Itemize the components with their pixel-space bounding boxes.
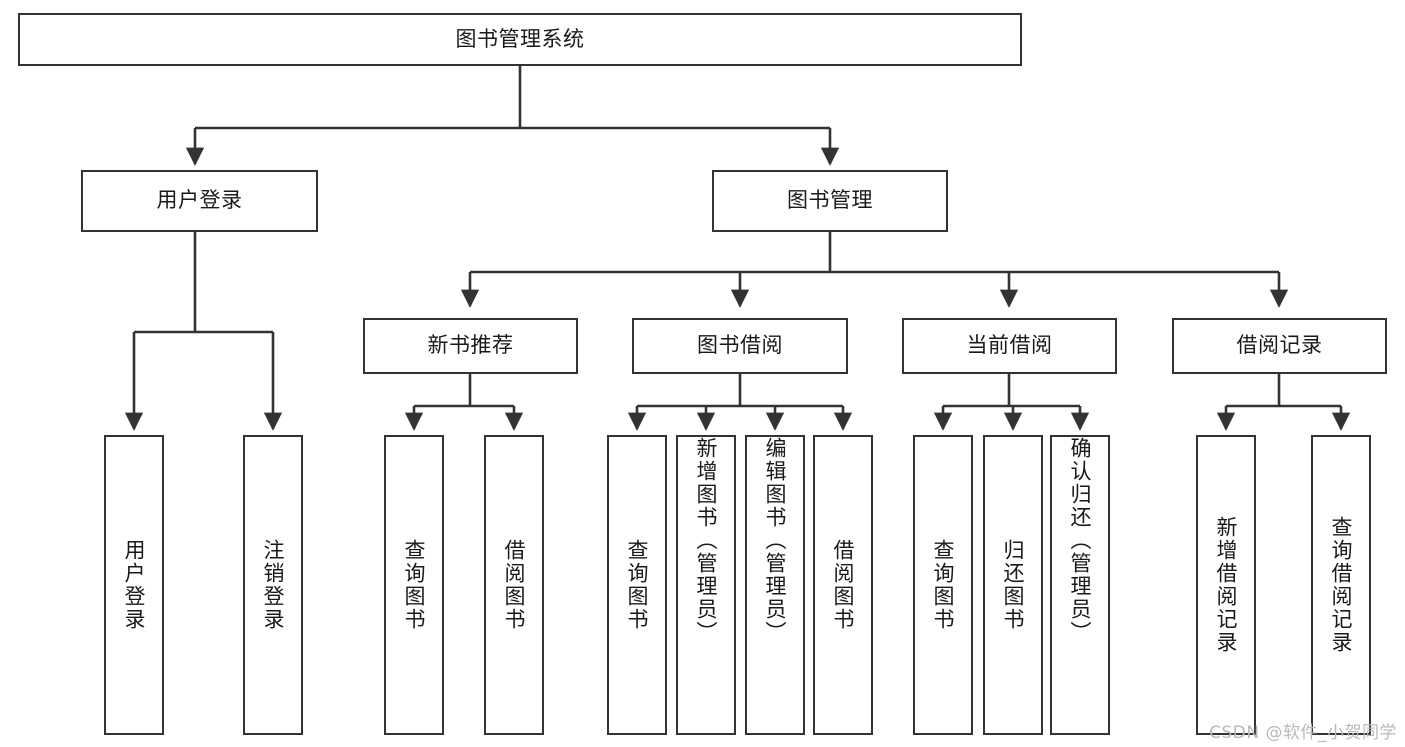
csdn-watermark: CSDN @软件_小贺同学 — [1209, 723, 1397, 743]
leaf-borrow-book-recommend[interactable]: 借阅图书 — [484, 435, 544, 735]
node-label: 新增图书（管理员） — [694, 437, 719, 644]
leaf-query-book-recommend[interactable]: 查询图书 — [384, 435, 444, 735]
node-book-borrow[interactable]: 图书借阅 — [632, 318, 848, 374]
node-book-manage[interactable]: 图书管理 — [712, 170, 948, 232]
leaf-borrow-book[interactable]: 借阅图书 — [813, 435, 873, 735]
node-current-borrow[interactable]: 当前借阅 — [902, 318, 1117, 374]
leaf-add-borrow-record[interactable]: 新增借阅记录 — [1196, 435, 1256, 735]
node-root-book-management-system[interactable]: 图书管理系统 — [18, 13, 1022, 66]
node-borrow-record[interactable]: 借阅记录 — [1172, 318, 1387, 374]
node-label: 用户登录 — [122, 539, 147, 631]
node-label: 图书管理系统 — [455, 26, 585, 51]
node-label: 新增借阅记录 — [1214, 516, 1239, 654]
leaf-query-book-borrow[interactable]: 查询图书 — [607, 435, 667, 735]
leaf-user-login[interactable]: 用户登录 — [104, 435, 164, 735]
leaf-confirm-return[interactable]: 确认归还（管理员） — [1050, 435, 1110, 735]
node-new-book-recommend[interactable]: 新书推荐 — [363, 318, 578, 374]
leaf-query-book-current[interactable]: 查询图书 — [913, 435, 973, 735]
node-label: 注销登录 — [261, 539, 286, 631]
node-label: 借阅图书 — [502, 539, 527, 631]
node-label: 编辑图书（管理员） — [763, 437, 788, 644]
node-label: 新书推荐 — [427, 333, 514, 358]
leaf-edit-book[interactable]: 编辑图书（管理员） — [745, 435, 805, 735]
node-label: 图书借阅 — [697, 333, 783, 358]
node-label: 确认归还（管理员） — [1068, 437, 1093, 644]
node-label: 查询图书 — [625, 539, 650, 631]
leaf-return-book[interactable]: 归还图书 — [983, 435, 1043, 735]
node-label: 归还图书 — [1001, 539, 1026, 631]
leaf-add-book[interactable]: 新增图书（管理员） — [676, 435, 736, 735]
node-user-login[interactable]: 用户登录 — [81, 170, 318, 232]
node-label: 用户登录 — [156, 188, 243, 213]
node-label: 图书管理 — [787, 188, 873, 213]
leaf-query-borrow-record[interactable]: 查询借阅记录 — [1311, 435, 1371, 735]
leaf-logout-login[interactable]: 注销登录 — [243, 435, 303, 735]
node-label: 查询借阅记录 — [1329, 516, 1354, 654]
node-label: 查询图书 — [402, 539, 427, 631]
node-label: 借阅记录 — [1236, 333, 1323, 358]
node-label: 当前借阅 — [966, 333, 1053, 358]
node-label: 借阅图书 — [831, 539, 856, 631]
node-label: 查询图书 — [931, 539, 956, 631]
